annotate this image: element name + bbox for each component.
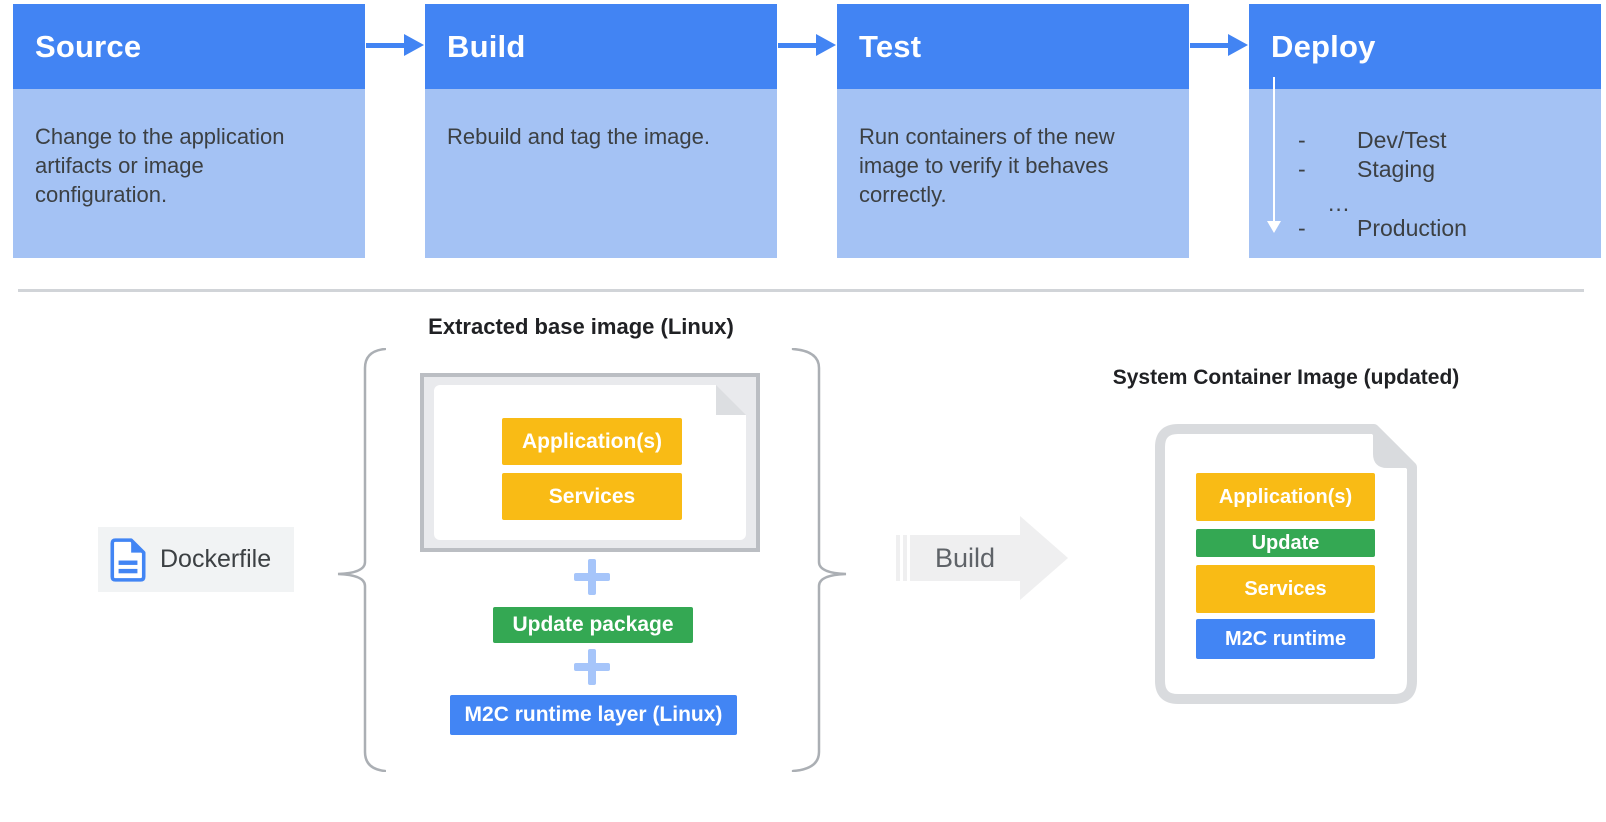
base-layer-services: Services (502, 473, 682, 520)
arrow-head (1228, 34, 1248, 56)
update-package-layer: Update package (493, 607, 693, 643)
dockerfile-chip: Dockerfile (98, 527, 294, 592)
result-layer-applications: Application(s) (1196, 473, 1375, 521)
deploy-env-label: Staging (1357, 156, 1436, 182)
stage-deploy-title: Deploy (1249, 4, 1601, 89)
plus-icon (574, 649, 610, 685)
arrow-stripe (903, 535, 907, 581)
right-curly-brace-icon (791, 348, 847, 772)
deploy-progression-arrow-icon (1267, 77, 1281, 233)
system-container-image-title: System Container Image (updated) (1112, 366, 1460, 389)
flow-arrow-icon (1190, 34, 1248, 56)
page-fold-corner-icon (716, 385, 746, 415)
arrow-body (910, 535, 1020, 581)
left-curly-brace-icon (337, 348, 386, 772)
arrow-head (1020, 516, 1068, 600)
plus-icon (574, 559, 610, 595)
stage-build-title: Build (425, 4, 777, 89)
horizontal-divider (18, 289, 1584, 292)
dockerfile-label: Dockerfile (160, 545, 272, 573)
extracted-base-image-title: Extracted base image (Linux) (428, 314, 734, 339)
build-block-arrow: Build (895, 515, 1070, 601)
build-arrow-label: Build (934, 543, 996, 573)
stage-deploy: Deploy - Dev/Test - Staging ... - Produc… (1249, 4, 1601, 258)
deploy-env-production: - Production (1249, 215, 1601, 243)
arrow-head (404, 34, 424, 56)
list-bullet: - (1298, 215, 1306, 241)
deploy-env-staging: - Staging (1249, 156, 1601, 184)
m2c-runtime-layer: M2C runtime layer (Linux) (450, 695, 737, 735)
stage-build-description: Rebuild and tag the image. (425, 89, 777, 258)
list-bullet: - (1298, 127, 1306, 153)
base-layer-applications: Application(s) (502, 418, 682, 465)
container-image-page-icon (1155, 424, 1417, 704)
arrow-head (816, 34, 836, 56)
stage-test: Test Run containers of the new image to … (837, 4, 1189, 258)
deploy-env-label: Production (1357, 215, 1467, 241)
stage-build: Build Rebuild and tag the image. (425, 4, 777, 258)
arrow-head (1267, 221, 1281, 233)
list-bullet: - (1298, 156, 1306, 182)
stage-test-title: Test (837, 4, 1189, 89)
arrow-shaft (778, 43, 818, 48)
deploy-env-label: Dev/Test (1357, 127, 1447, 153)
arrow-stripe (896, 535, 900, 581)
flow-arrow-icon (366, 34, 424, 56)
stage-source-description: Change to the application artifacts or i… (13, 89, 365, 258)
deploy-env-dev-test: - Dev/Test (1249, 127, 1601, 155)
arrow-shaft (366, 43, 406, 48)
result-layer-services: Services (1196, 565, 1375, 613)
stage-test-description: Run containers of the new image to verif… (837, 89, 1189, 258)
result-layer-m2c-runtime: M2C runtime (1196, 619, 1375, 659)
arrow-shaft (1190, 43, 1230, 48)
blue-document-icon (110, 537, 146, 582)
flow-arrow-icon (778, 34, 836, 56)
deploy-env-ellipsis: ... (1249, 190, 1601, 218)
deploy-env-label: ... (1328, 190, 1351, 216)
result-layer-update: Update (1196, 529, 1375, 557)
stage-source-title: Source (13, 4, 365, 89)
stage-deploy-body (1249, 89, 1601, 258)
stage-source: Source Change to the application artifac… (13, 4, 365, 258)
